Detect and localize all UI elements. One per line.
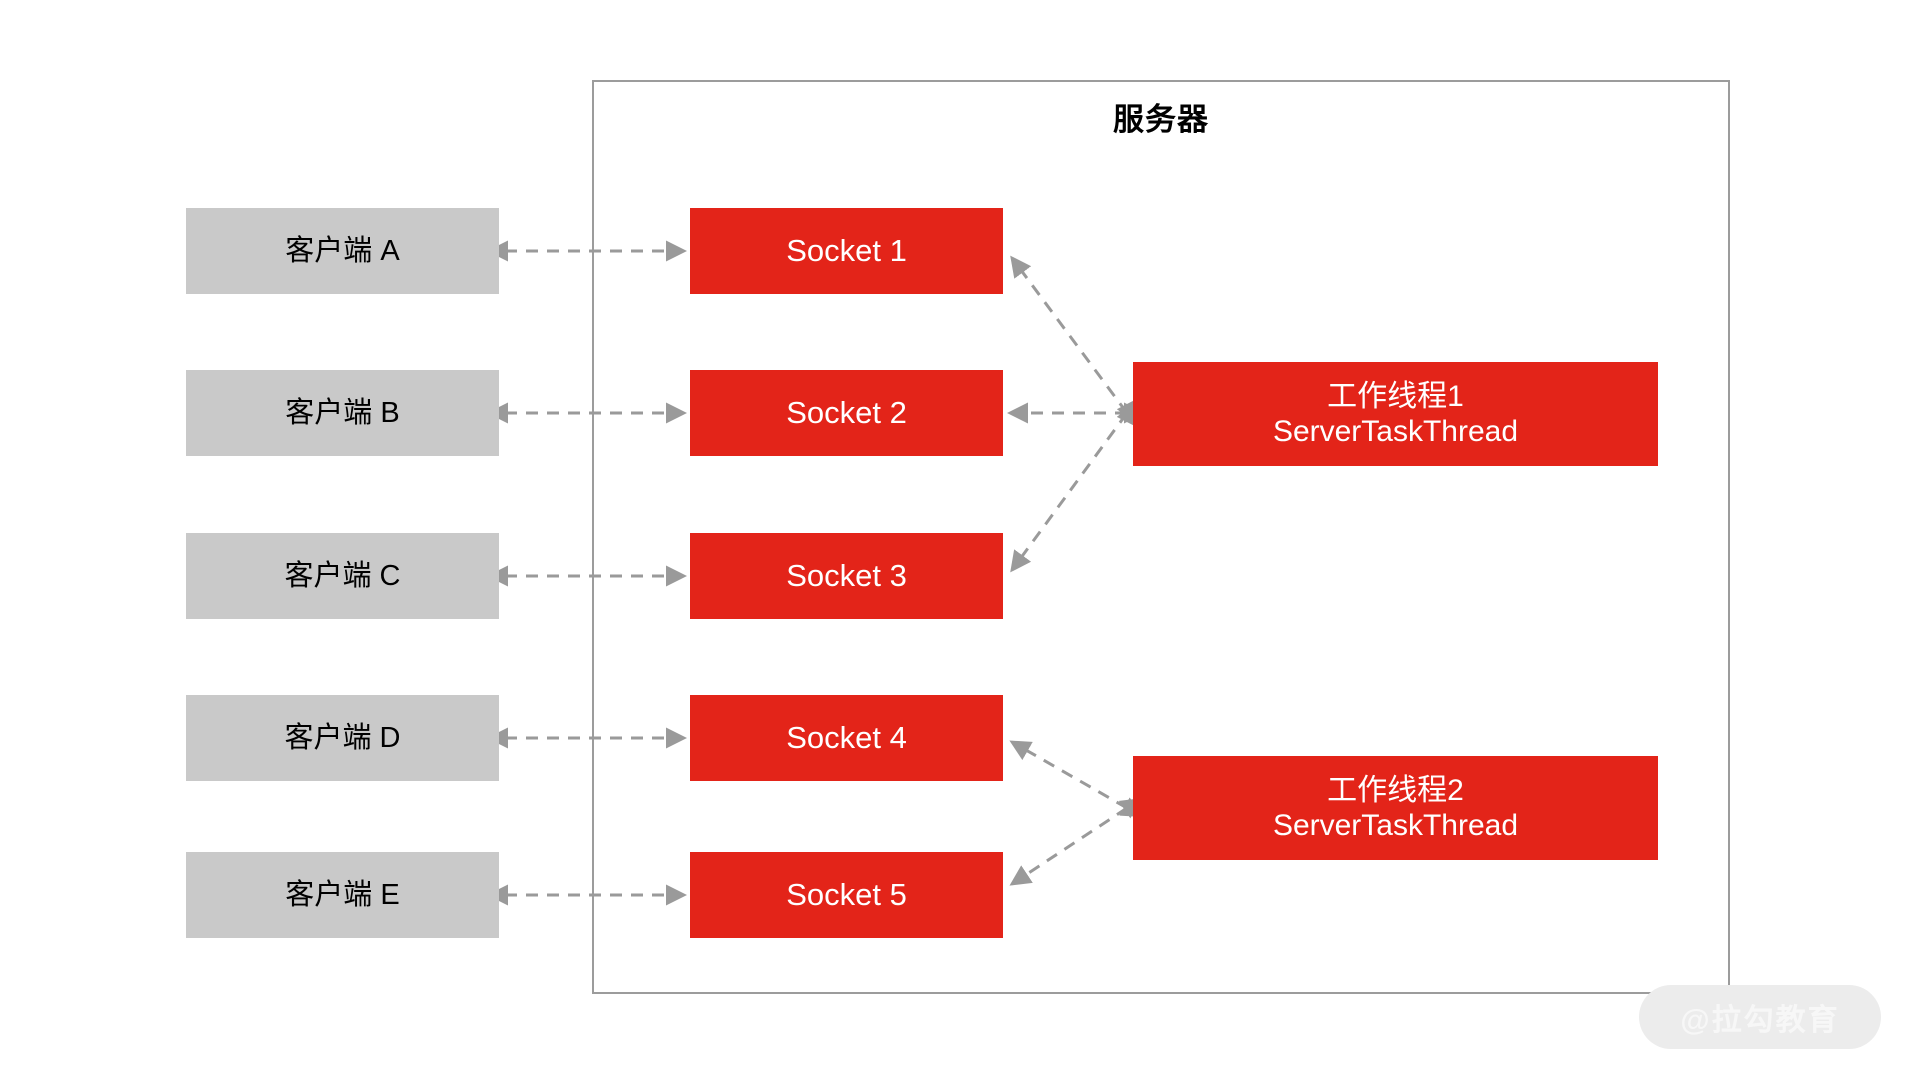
socket-label: Socket 4	[786, 719, 907, 755]
worker-thread-class: ServerTaskThread	[1272, 415, 1519, 448]
client-node-d[interactable]: 客户端 D	[186, 695, 499, 781]
worker-thread-class: ServerTaskThread	[1272, 809, 1519, 842]
socket-node-3[interactable]: Socket 3	[690, 533, 1003, 619]
worker-thread-title: 工作线程1	[1327, 379, 1464, 413]
socket-label: Socket 5	[786, 876, 907, 912]
client-node-c[interactable]: 客户端 C	[186, 533, 499, 619]
client-node-b[interactable]: 客户端 B	[186, 370, 499, 456]
client-node-e[interactable]: 客户端 E	[186, 852, 499, 938]
socket-node-4[interactable]: Socket 4	[690, 695, 1003, 781]
server-boundary	[592, 80, 1730, 994]
socket-label: Socket 2	[786, 394, 907, 430]
client-label: 客户端 D	[284, 721, 401, 754]
client-label: 客户端 C	[284, 559, 401, 592]
client-label: 客户端 B	[285, 396, 400, 429]
socket-label: Socket 3	[786, 557, 907, 593]
watermark: @拉勾教育	[1639, 985, 1881, 1049]
worker-thread-title: 工作线程2	[1327, 773, 1464, 807]
client-label: 客户端 A	[285, 234, 400, 267]
socket-node-1[interactable]: Socket 1	[690, 208, 1003, 294]
worker-thread-node-1[interactable]: 工作线程1 ServerTaskThread	[1133, 362, 1658, 466]
socket-node-5[interactable]: Socket 5	[690, 852, 1003, 938]
client-label: 客户端 E	[285, 878, 400, 911]
server-title: 服务器	[1113, 102, 1209, 137]
socket-label: Socket 1	[786, 232, 907, 268]
client-node-a[interactable]: 客户端 A	[186, 208, 499, 294]
worker-thread-node-2[interactable]: 工作线程2 ServerTaskThread	[1133, 756, 1658, 860]
socket-node-2[interactable]: Socket 2	[690, 370, 1003, 456]
watermark-label: @拉勾教育	[1680, 1004, 1840, 1037]
